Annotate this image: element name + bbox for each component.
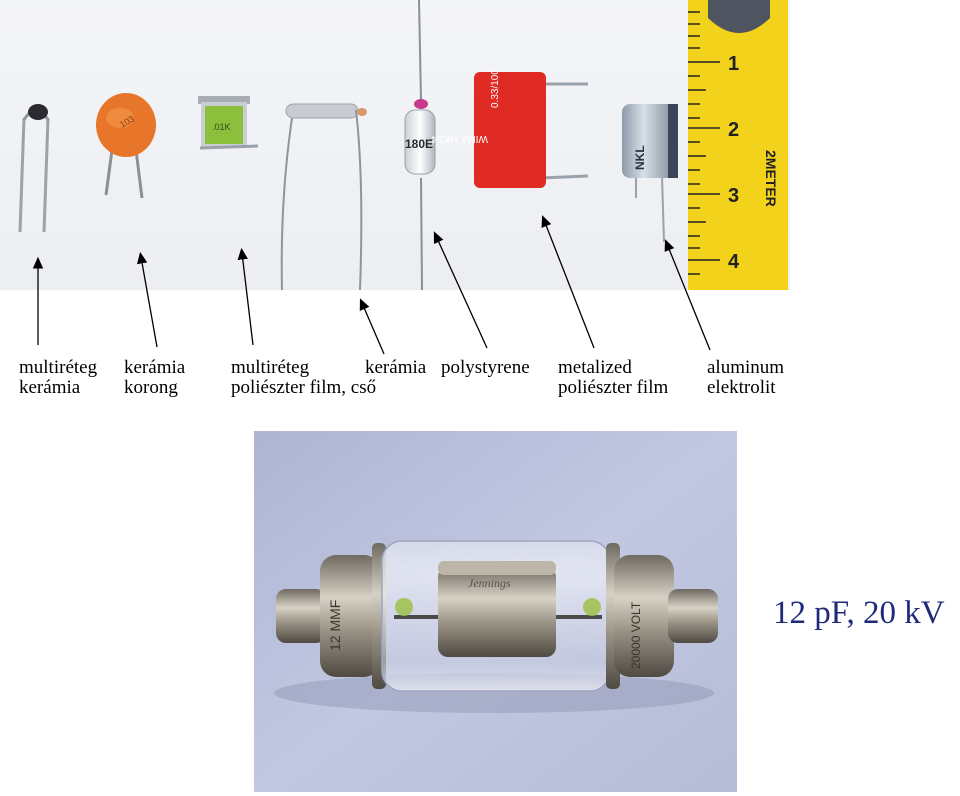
aluminum-electrolytic-capacitor: NKL (622, 104, 678, 243)
label-ceramic-disc-1: kerámia (124, 357, 186, 378)
svg-text:.01K: .01K (212, 122, 231, 132)
label-multilayer-ceramic-2: kerámia (19, 377, 81, 398)
ruler: 1 2 3 4 2METER (688, 0, 788, 290)
wima-marking: 0.33/100 (490, 69, 501, 108)
arrow-polyester-tube (359, 298, 385, 355)
multilayer-ceramic-capacitor (18, 104, 50, 233)
polystyrene-capacitor: 180E (404, 0, 436, 290)
label-aluminum-2: elektrolit (707, 377, 776, 398)
ceramic-tube-marking: 180E (405, 137, 433, 151)
svg-text:Jennings: Jennings (468, 576, 511, 590)
left-cap-marking: 12 MMF (327, 600, 343, 651)
wima-brand: WIMA MKS4 (431, 133, 488, 144)
ruler-number-1: 1 (728, 53, 739, 75)
metalized-polyester-capacitor: WIMA MKS4 0.33/100 (431, 69, 589, 188)
label-aluminum-1: aluminum (707, 357, 785, 378)
label-polystyrene: polystyrene (441, 357, 530, 378)
ruler-number-4: 4 (728, 251, 740, 273)
label-metalized-1: metalized (558, 357, 632, 378)
label-polyester-film-tube: poliészter film, cső (231, 377, 377, 398)
ruler-unit: 2METER (763, 150, 779, 207)
capacitor-spec-text: 12 pF, 20 kV (773, 595, 945, 631)
label-ceramic-disc-2: korong (124, 377, 178, 398)
ruler-number-2: 2 (728, 119, 739, 141)
vacuum-capacitor-photo: 12 MMF Jennings 20000 VOLT (254, 431, 737, 792)
polyester-tube-capacitor (280, 103, 367, 290)
right-cap-marking: 20000 VOLT (629, 601, 643, 669)
ceramic-disc-capacitor: 103 (96, 93, 156, 199)
label-metalized-2: poliészter film (558, 377, 669, 398)
label-multilayer-ceramic-1: multiréteg (19, 357, 98, 378)
electrolytic-marking: NKL (633, 145, 647, 170)
multilayer-polyester-capacitor: .01K (198, 96, 259, 150)
label-ceramic-tube-1: kerámia (365, 357, 427, 378)
ruler-number-3: 3 (728, 185, 739, 207)
label-multilayer-polyester-1: multiréteg (231, 357, 310, 378)
capacitor-types-photo: 103 .01K 180E WIMA MKS4 0.33/100 NKL (0, 0, 790, 290)
